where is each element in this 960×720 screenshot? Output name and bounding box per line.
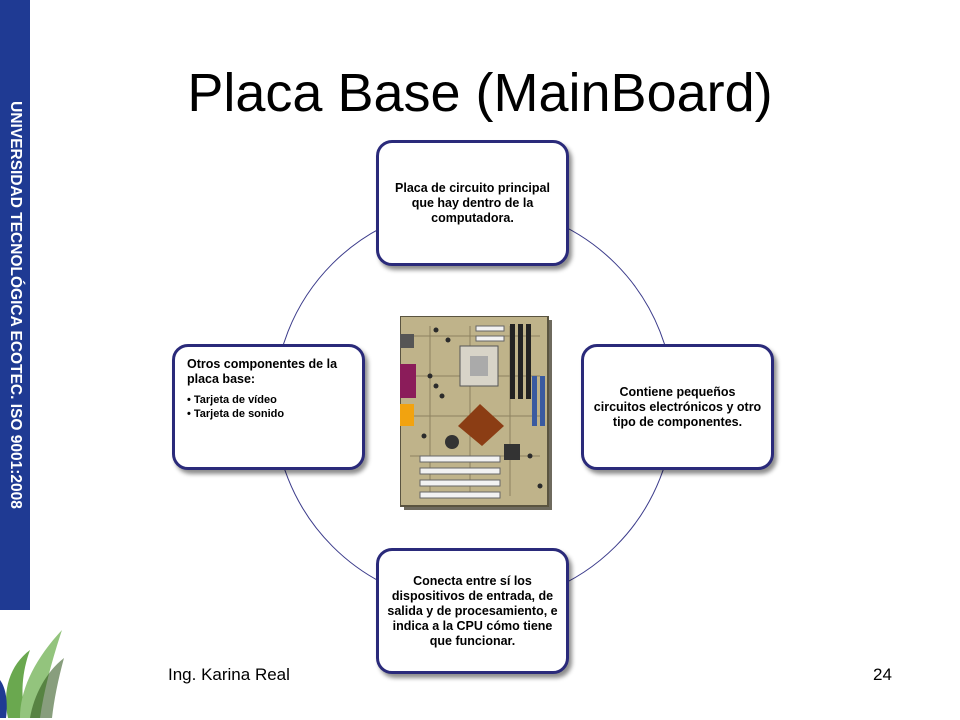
university-logo-icon	[0, 630, 64, 718]
footer-author: Ing. Karina Real	[168, 665, 290, 684]
slide-title: Placa Base (MainBoard)	[187, 63, 773, 123]
node-other-components-heading: Otros componentes de la placa base:	[187, 357, 338, 386]
node-function: Conecta entre sí los dispositivos de ent…	[376, 548, 569, 674]
node-other-components: Otros componentes de la placa base: Tarj…	[172, 344, 365, 470]
motherboard-icon	[400, 316, 552, 510]
node-definition: Placa de circuito principal que hay dent…	[376, 140, 569, 266]
list-item: Tarjeta de vídeo	[187, 393, 284, 407]
sidebar-band: UNIVERSIDAD TECNOLÓGICA ECOTEC. ISO 9001…	[0, 0, 30, 610]
list-item: Tarjeta de sonido	[187, 407, 284, 421]
node-contents: Contiene pequeños circuitos electrónicos…	[581, 344, 774, 470]
slide-number: 24	[873, 665, 892, 684]
components-list: Tarjeta de vídeo Tarjeta de sonido	[187, 393, 284, 421]
